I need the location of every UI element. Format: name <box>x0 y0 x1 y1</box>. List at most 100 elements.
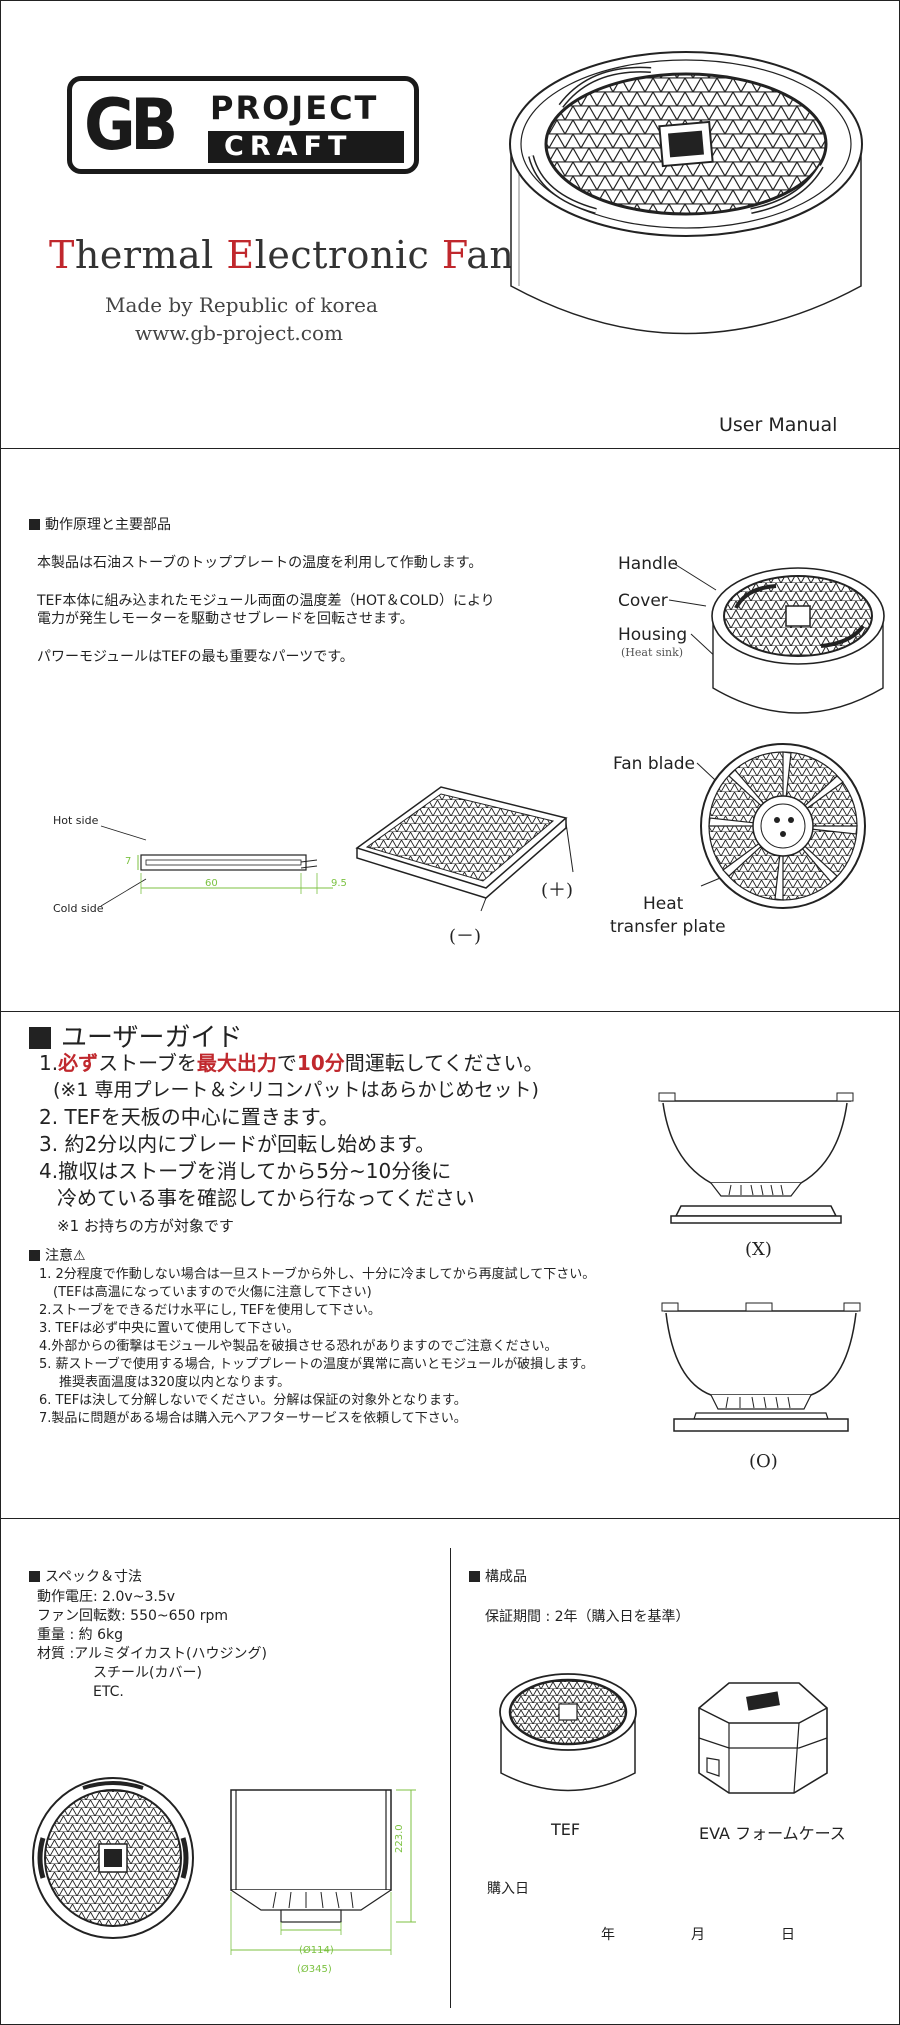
label-cold-side: Cold side <box>53 902 104 915</box>
spec-material-1: 材質 :アルミダイカスト(ハウジング) <box>37 1646 267 1662</box>
logo-project-text: PROJECT <box>210 89 379 127</box>
title-word-an: an <box>466 233 515 277</box>
caution-list: 1. 2分程度で作動しない場合は一旦ストーブから外し、十分に冷ましてから再度試し… <box>39 1266 679 1428</box>
spec-heading: スペック＆寸法 <box>29 1566 142 1586</box>
caution-heading-text: 注意⚠ <box>45 1248 86 1264</box>
logo-craft-box <box>208 131 404 163</box>
fan-side-illustration <box>100 562 885 912</box>
title-letter-f: F <box>441 233 467 277</box>
eva-case-illustration <box>698 1682 828 1794</box>
spec-voltage: 動作電圧: 2.0v~3.5v <box>37 1589 175 1605</box>
website-text: www.gb-project.com <box>135 321 343 345</box>
purchase-month-label: 月 <box>691 1927 705 1943</box>
caution-2: 2.ストーブをできるだけ水平にし, TEFを使用して下さい。 <box>39 1303 381 1318</box>
label-hot-side: Hot side <box>53 814 99 827</box>
dimension-60: 60 <box>205 878 218 889</box>
label-incorrect: (X) <box>745 1239 772 1260</box>
column-divider <box>450 1548 451 2008</box>
caution-heading: 注意⚠ <box>29 1245 86 1265</box>
bullet-square-icon <box>29 1571 40 1582</box>
guide-step-4-line2: 冷めている事を確認してから行なってください <box>57 1186 475 1210</box>
user-manual-label: User Manual <box>719 414 838 436</box>
guide-step-4-note: ※1 お持ちの方が対象です <box>57 1217 234 1235</box>
bullet-square-icon <box>29 1027 51 1049</box>
guide-step-2: 2. TEFを天板の中心に置きます。 <box>39 1105 339 1129</box>
step1-mid: ストーブを <box>98 1051 197 1075</box>
principle-paragraph-2b: 電力が発生しモーターを駆動させブレードを回転させます。 <box>37 611 414 627</box>
purchase-date-label: 購入日 <box>487 1881 529 1897</box>
title-word-hermal: hermal <box>74 233 227 277</box>
label-heat-sink: (Heat sink) <box>621 646 684 659</box>
label-correct: (O) <box>749 1451 778 1472</box>
title-letter-t: T <box>49 233 75 277</box>
label-fan-blade: Fan blade <box>613 754 695 774</box>
principle-heading-text: 動作原理と主要部品 <box>45 517 171 533</box>
caution-5b: 推奨表面温度は320度以内となります。 <box>59 1375 291 1390</box>
title-word-lectronic: lectronic <box>254 233 442 277</box>
principle-paragraph-1: 本製品は石油ストーブのトッププレートの温度を利用して作動します。 <box>37 555 483 571</box>
guide-heading-text: ユーザーガイド <box>61 1023 243 1053</box>
caution-6: 6. TEFは決して分解しないでください。分解は保証の対象外となります。 <box>39 1393 467 1408</box>
purchase-day-label: 日 <box>781 1927 795 1943</box>
step1-emph-3: 10分 <box>296 1051 345 1075</box>
purchase-year-label: 年 <box>601 1927 615 1943</box>
label-housing: Housing <box>618 625 688 645</box>
step1-post: 間運転してください。 <box>344 1051 544 1075</box>
principle-paragraph-3: パワーモジュールはTEFの最も重要なパーツです。 <box>37 649 354 665</box>
bullet-square-icon <box>469 1571 480 1582</box>
label-minus: (－) <box>449 926 482 947</box>
product-title: Thermal Electronic Fan <box>49 233 514 277</box>
logo-gb-letters: GB <box>84 84 178 166</box>
warranty-text: 保証期間 : 2年（購入日を基準） <box>485 1609 690 1625</box>
guide-heading: ユーザーガイド <box>29 1017 242 1054</box>
spec-contents-section: スペック＆寸法 動作電圧: 2.0v~3.5v ファン回転数: 550~650 … <box>0 1518 900 2025</box>
label-cover: Cover <box>618 591 668 611</box>
title-letter-e: E <box>226 233 255 277</box>
spec-rpm: ファン回転数: 550~650 rpm <box>37 1608 229 1624</box>
top-view-dimension-drawing <box>32 1777 194 1939</box>
caution-4: 4.外部からの衝撃はモジュールや製品を破損させる恐れがありますのでご注意ください… <box>39 1339 558 1354</box>
user-guide-section: ユーザーガイド 1.必ずストーブを最大出力で10分間運転してください。 (※1 … <box>0 1011 900 1519</box>
guide-step-1-note: (※1 専用プレート＆シリコンパットはあらかじめセット) <box>53 1079 539 1101</box>
principle-paragraph-2a: TEF本体に組み込まれたモジュール両面の温度差（HOT＆COLD）により <box>37 593 495 609</box>
dimension-diameter-345: (Ø345) <box>297 1964 332 1975</box>
header-section: GB PROJECT CRAFT Thermal Electronic Fan … <box>0 0 900 449</box>
dimension-7: 7 <box>125 856 132 867</box>
label-heat: Heat <box>643 894 684 914</box>
contents-heading-text: 構成品 <box>485 1569 527 1585</box>
guide-step-1: 1.必ずストーブを最大出力で10分間運転してください。 <box>39 1050 544 1076</box>
step1-prefix: 1. <box>39 1051 59 1075</box>
guide-step-3: 3. 約2分以内にブレードが回転し始めます。 <box>39 1132 436 1156</box>
step1-emph-1: 必ず <box>58 1051 99 1075</box>
dimension-9-5: 9.5 <box>331 878 347 889</box>
tef-label: TEF <box>551 1820 581 1839</box>
caution-3: 3. TEFは必ず中央に置いて使用して下さい。 <box>39 1321 300 1336</box>
correct-placement-illustration <box>661 1302 861 1432</box>
spec-material-2: スチール(カバー) <box>93 1665 202 1681</box>
spec-material-3: ETC. <box>93 1684 124 1700</box>
caution-1: 1. 2分程度で作動しない場合は一旦ストーブから外し、十分に冷ましてから再度試し… <box>39 1267 596 1282</box>
principle-heading: 動作原理と主要部品 <box>29 514 171 534</box>
spec-heading-text: スペック＆寸法 <box>45 1569 143 1585</box>
spec-weight: 重量 : 約 6kg <box>37 1627 123 1643</box>
logo-craft-text: CRAFT <box>224 131 353 162</box>
caution-5: 5. 薪ストーブで使用する場合, トッププレートの温度が異常に高いとモジュールが… <box>39 1357 594 1372</box>
dimension-height: 223.0 <box>394 1824 405 1853</box>
incorrect-placement-illustration <box>658 1092 854 1224</box>
bullet-square-icon <box>29 1250 40 1261</box>
gb-project-craft-logo: GB PROJECT CRAFT <box>67 76 419 174</box>
side-view-dimension-drawing <box>230 1789 416 1955</box>
contents-heading: 構成品 <box>469 1566 527 1586</box>
caution-7: 7.製品に問題がある場合は購入元へアフターサービスを依頼して下さい。 <box>39 1411 467 1426</box>
label-plus: (＋) <box>541 880 574 901</box>
step1-mid2: で <box>276 1051 297 1075</box>
label-handle: Handle <box>618 554 678 574</box>
dimension-diameter-114: (Ø114) <box>299 1945 334 1956</box>
principle-section: 動作原理と主要部品 本製品は石油ストーブのトッププレートの温度を利用して作動しま… <box>0 448 900 1012</box>
guide-step-4-line1: 4.撤収はストーブを消してから5分~10分後に <box>39 1159 452 1183</box>
bullet-square-icon <box>29 519 40 530</box>
tef-product-illustration <box>499 1673 637 1792</box>
step1-emph-2: 最大出力 <box>196 1051 277 1075</box>
made-by-text: Made by Republic of korea <box>105 293 378 317</box>
label-transfer-plate: transfer plate <box>610 917 726 937</box>
